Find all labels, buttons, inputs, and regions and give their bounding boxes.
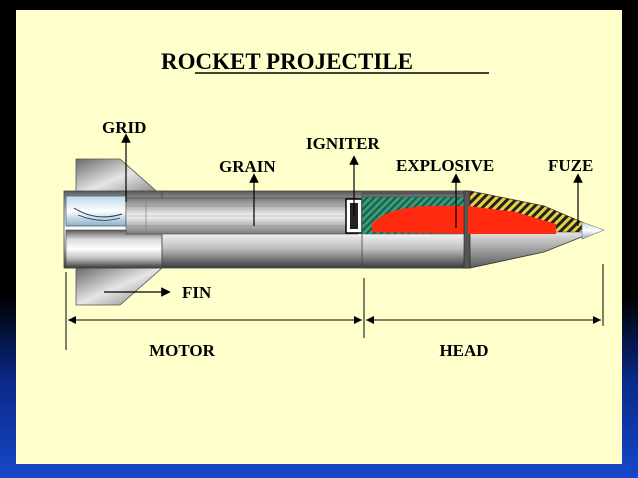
nose-explosive <box>468 206 556 234</box>
label-grain: GRAIN <box>219 157 276 176</box>
fuze-tip <box>581 221 605 240</box>
label-fin: FIN <box>182 283 212 302</box>
nozzle-curve <box>73 207 123 218</box>
label-grid: GRID <box>102 118 146 137</box>
explosive-fill <box>372 206 468 234</box>
label-fuze: FUZE <box>548 156 593 175</box>
nozzle-curve-2 <box>77 214 121 221</box>
rocket-diagram: ROCKET PROJECTILE GRID IGNITER GRAIN EXP… <box>63 49 605 360</box>
nozzle <box>65 195 127 227</box>
label-igniter: IGNITER <box>306 134 380 153</box>
upper-fin <box>75 158 164 197</box>
diagram-title: ROCKET PROJECTILE <box>161 49 413 74</box>
rear-lower <box>65 229 163 269</box>
lower-fin <box>75 267 164 306</box>
slide: ROCKET PROJECTILE GRID IGNITER GRAIN EXP… <box>16 10 622 464</box>
label-motor: MOTOR <box>149 341 216 360</box>
label-explosive: EXPLOSIVE <box>396 156 494 175</box>
label-head: HEAD <box>439 341 488 360</box>
